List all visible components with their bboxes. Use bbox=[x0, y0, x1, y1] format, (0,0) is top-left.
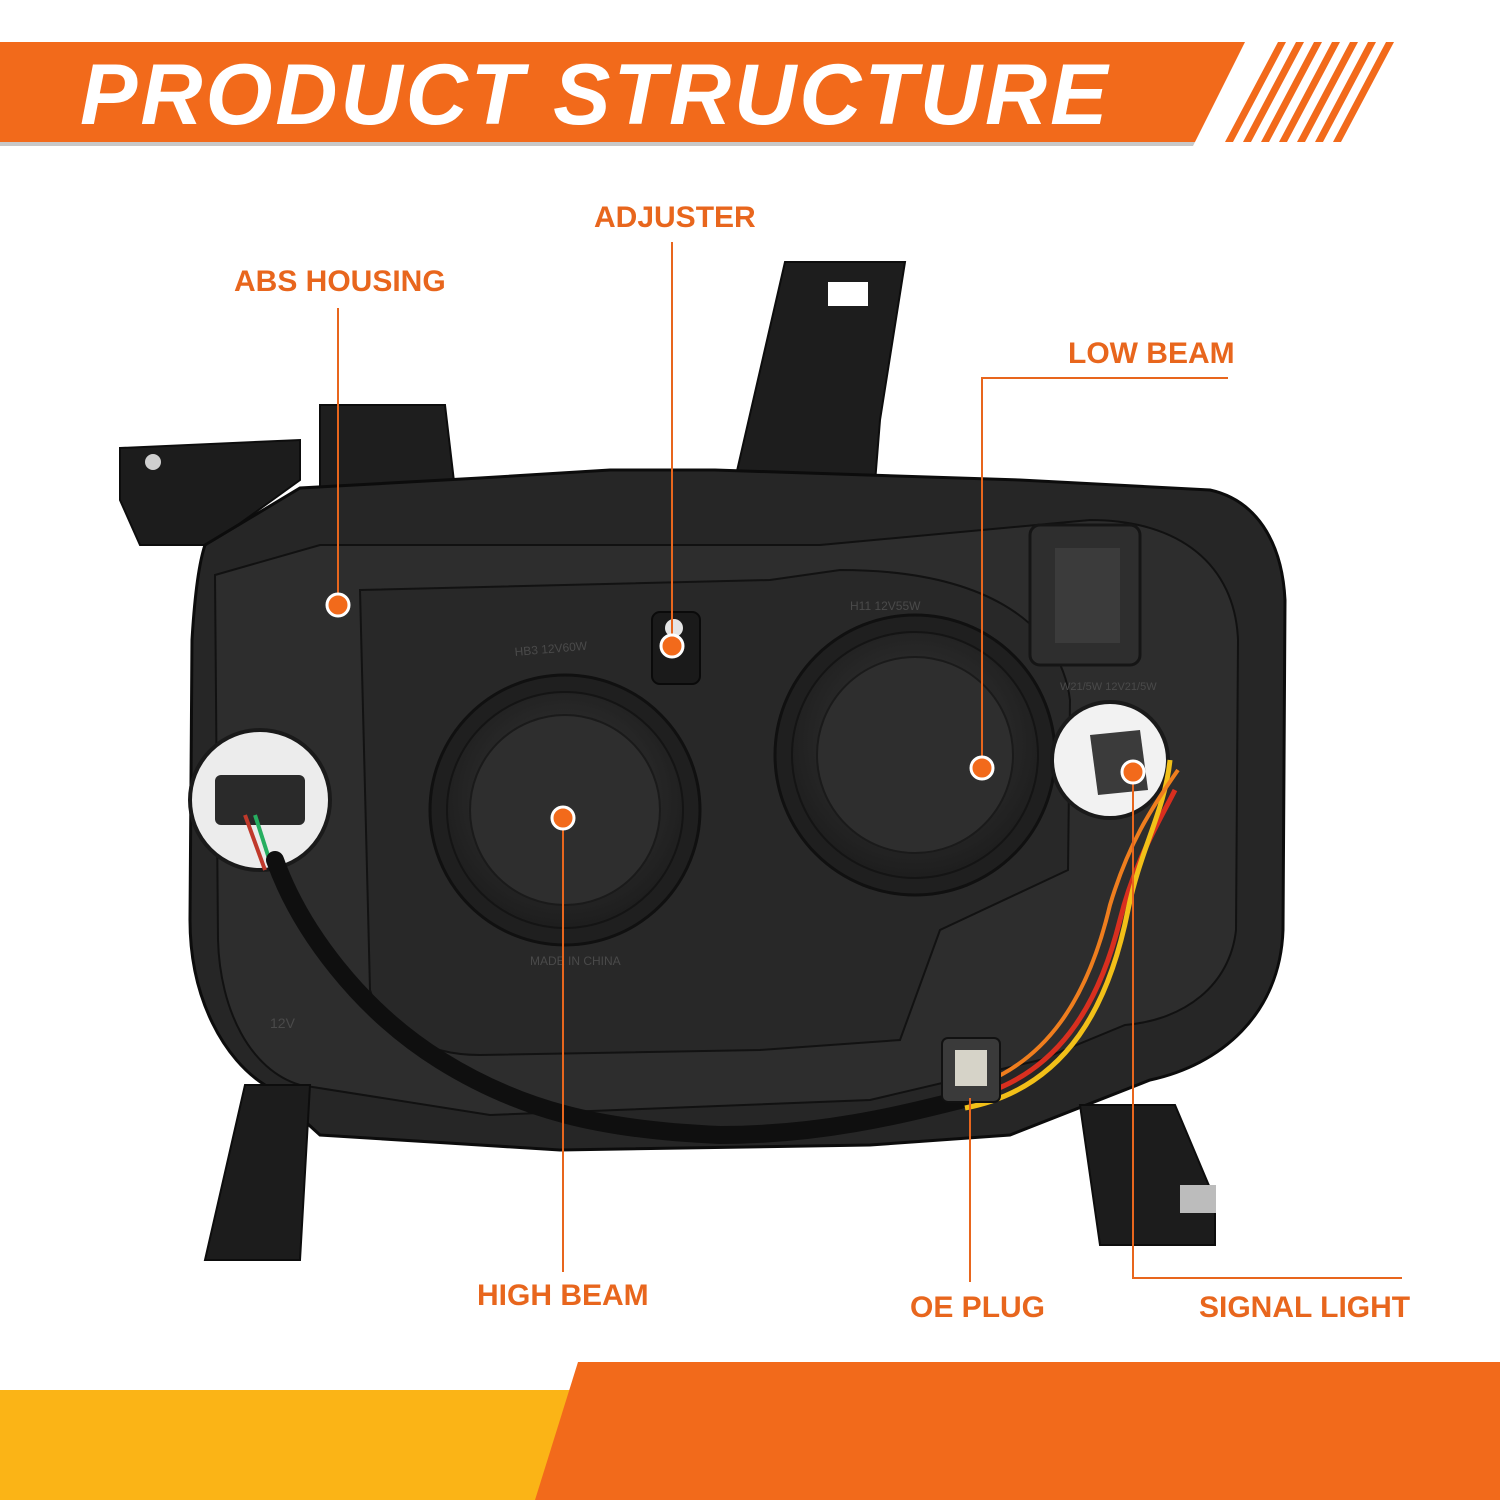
header-banner bbox=[0, 42, 1394, 146]
high-beam-bulb-marking: HB3 12V60W bbox=[514, 639, 588, 659]
page-title: PRODUCT STRUCTURE bbox=[80, 47, 1111, 143]
callout-dots bbox=[325, 592, 1146, 831]
leader-signal-light bbox=[1132, 772, 1402, 1279]
oe-plug-part bbox=[941, 1037, 1001, 1103]
label-high-beam: HIGH BEAM bbox=[477, 1279, 649, 1312]
label-oe-plug: OE PLUG bbox=[910, 1291, 1046, 1324]
label-low-beam: LOW BEAM bbox=[1068, 337, 1235, 370]
dot-adjuster bbox=[659, 633, 685, 659]
left-connector bbox=[188, 728, 332, 872]
low-beam-cap bbox=[773, 613, 1057, 897]
signal-bulb-marking: W21/5W 12V21/5W bbox=[1060, 681, 1157, 693]
leader-low-beam bbox=[981, 377, 1228, 768]
dot-low-beam bbox=[969, 755, 995, 781]
label-abs-housing: ABS HOUSING bbox=[234, 265, 446, 298]
low-beam-bulb-marking: H11 12V55W bbox=[850, 599, 921, 613]
label-adjuster: ADJUSTER bbox=[594, 201, 756, 234]
stripe-decoration bbox=[1225, 42, 1394, 142]
dot-abs-housing bbox=[325, 592, 351, 618]
label-signal-light: SIGNAL LIGHT bbox=[1199, 1291, 1411, 1324]
wiring-harness bbox=[266, 759, 1180, 1145]
dot-high-beam bbox=[550, 805, 576, 831]
origin-marking: MADE IN CHINA bbox=[530, 954, 621, 968]
callout-leaders bbox=[337, 242, 1402, 1282]
footer-bar bbox=[0, 1362, 1500, 1500]
dot-signal-light bbox=[1120, 759, 1146, 785]
signal-socket bbox=[1050, 700, 1170, 820]
voltage-marking: 12V bbox=[270, 1015, 296, 1031]
